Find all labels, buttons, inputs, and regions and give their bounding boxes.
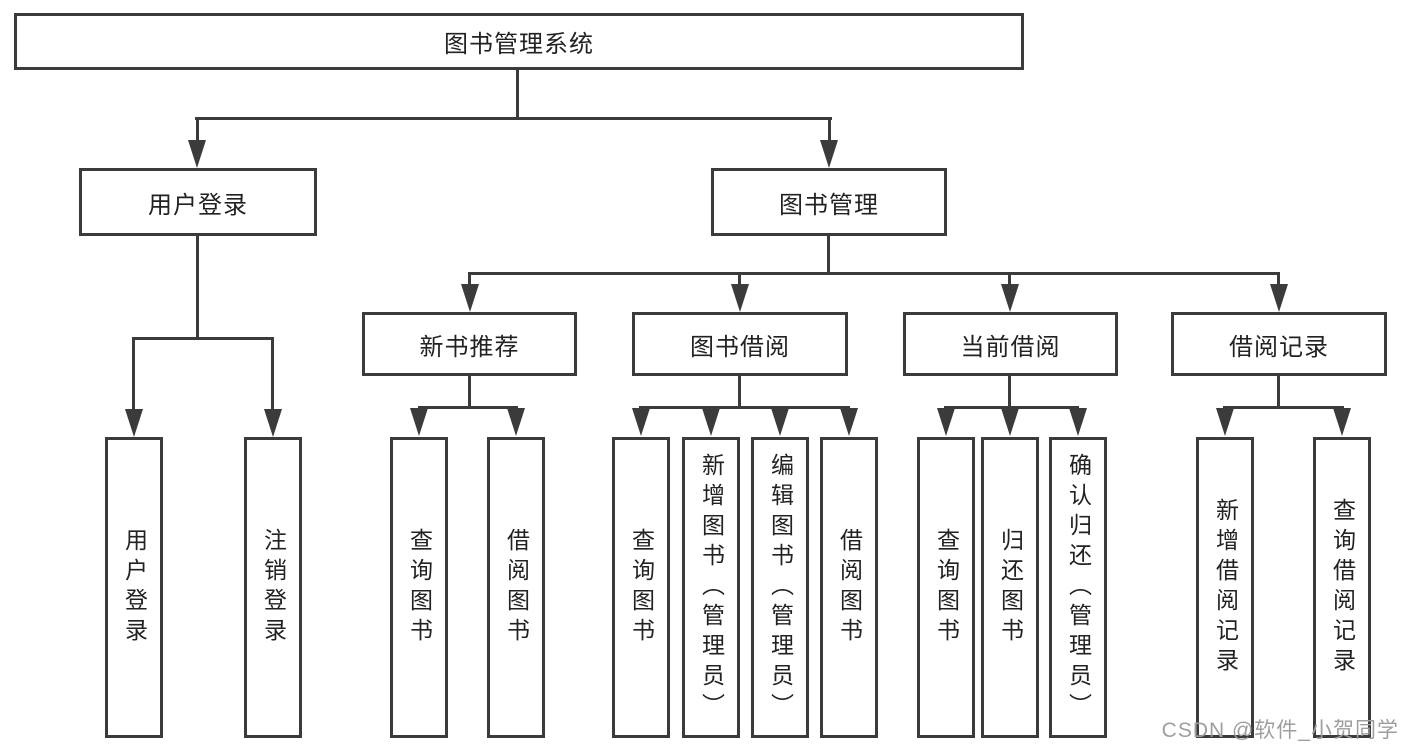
connector-line (516, 70, 519, 120)
node-user-login: 用户登录 (79, 168, 317, 236)
leaf-add-books-admin: 新增图书（管理员） (682, 437, 740, 738)
connector-line (827, 236, 830, 275)
connector-line (468, 272, 1280, 275)
arrow-down-icon (731, 284, 749, 312)
arrow-down-icon (702, 408, 720, 436)
leaf-query-borrow-record: 查询借阅记录 (1313, 437, 1371, 738)
csdn-watermark: CSDN @软件_小贺同学 (1161, 719, 1399, 742)
connector-line (132, 337, 274, 340)
node-root: 图书管理系统 (14, 13, 1024, 70)
arrow-down-icon (820, 140, 838, 168)
leaf-confirm-return-admin: 确认归还（管理员） (1049, 437, 1107, 738)
connector-line (468, 272, 471, 286)
arrow-down-icon (1333, 408, 1351, 436)
arrow-down-icon (840, 408, 858, 436)
connector-line (271, 337, 274, 411)
leaf-borrow-books: 借阅图书 (820, 437, 878, 738)
arrow-down-icon (1270, 284, 1288, 312)
arrow-down-icon (632, 408, 650, 436)
leaf-edit-books-admin: 编辑图书（管理员） (751, 437, 809, 738)
leaf-return-books: 归还图书 (981, 437, 1039, 738)
node-current-borrow: 当前借阅 (903, 312, 1118, 376)
leaf-logout: 注销登录 (244, 437, 302, 738)
connector-line (1277, 376, 1280, 409)
arrow-down-icon (507, 408, 525, 436)
arrow-down-icon (264, 409, 282, 437)
leaf-query-books-borrow: 查询图书 (612, 437, 670, 738)
leaf-borrow-books-recommend: 借阅图书 (487, 437, 545, 738)
leaf-add-borrow-record: 新增借阅记录 (1196, 437, 1254, 738)
leaf-user-login: 用户登录 (105, 437, 163, 738)
node-book-management: 图书管理 (711, 168, 947, 236)
arrow-down-icon (937, 408, 955, 436)
connector-line (196, 117, 199, 143)
arrow-down-icon (771, 408, 789, 436)
arrow-down-icon (1001, 284, 1019, 312)
arrow-down-icon (461, 284, 479, 312)
connector-line (738, 376, 741, 409)
connector-line (196, 236, 199, 340)
connector-line (468, 376, 471, 409)
arrow-down-icon (1069, 408, 1087, 436)
connector-line (639, 406, 850, 409)
node-new-book-recommend: 新书推荐 (362, 312, 577, 376)
leaf-query-books-recommend: 查询图书 (390, 437, 448, 738)
connector-line (944, 406, 1079, 409)
arrow-down-icon (188, 140, 206, 168)
arrow-down-icon (1001, 408, 1019, 436)
connector-line (1008, 272, 1011, 286)
connector-line (418, 406, 518, 409)
connector-line (195, 117, 832, 120)
arrow-down-icon (1216, 408, 1234, 436)
arrow-down-icon (410, 408, 428, 436)
leaf-query-books-current: 查询图书 (917, 437, 975, 738)
connector-line (132, 337, 135, 411)
node-borrow-records: 借阅记录 (1171, 312, 1387, 376)
connector-line (1008, 376, 1011, 409)
connector-line (1277, 272, 1280, 286)
arrow-down-icon (125, 409, 143, 437)
node-book-borrow: 图书借阅 (632, 312, 848, 376)
connector-line (738, 272, 741, 286)
connector-line (828, 117, 831, 143)
connector-line (1223, 406, 1344, 409)
